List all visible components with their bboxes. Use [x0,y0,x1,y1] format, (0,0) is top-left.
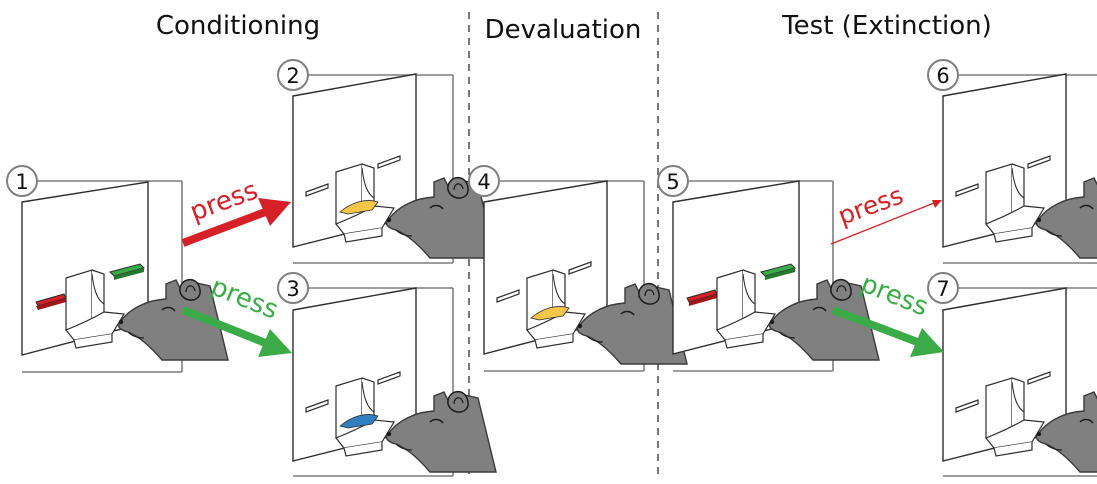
box-1: 1 [6,165,229,373]
phase-title-conditioning: Conditioning [156,11,320,41]
step-badge-4: 4 [468,165,500,197]
step-badge-3: 3 [277,272,309,304]
svg-text:2: 2 [286,64,299,88]
blue-pellet [339,414,379,429]
step-badge-7: 7 [927,272,959,304]
box-4: 4 [468,165,688,372]
svg-text:1: 1 [15,170,28,194]
step-badge-2: 2 [277,59,309,91]
arrow-test-red: press [830,180,942,245]
step-badge-1: 1 [6,165,38,197]
step-badge-6: 6 [927,59,959,91]
box-6: 6 [927,59,1097,264]
box-7: 7 [927,272,1097,477]
phase-title-devaluation: Devaluation [485,15,642,45]
svg-text:6: 6 [936,64,949,88]
svg-text:7: 7 [936,277,949,301]
box-5: 5 [657,165,880,372]
step-badge-5: 5 [657,165,689,197]
arrow-label: press [834,180,907,230]
svg-text:4: 4 [477,170,490,194]
yellow-pellet [530,306,570,321]
arrow-conditioning-red: press [181,176,291,247]
box-3: 3 [277,272,497,477]
box-2: 2 [277,59,497,264]
svg-text:3: 3 [286,277,299,301]
phase-title-test: Test (Extinction) [781,11,992,41]
svg-text:5: 5 [666,170,679,194]
yellow-pellet [339,200,379,215]
